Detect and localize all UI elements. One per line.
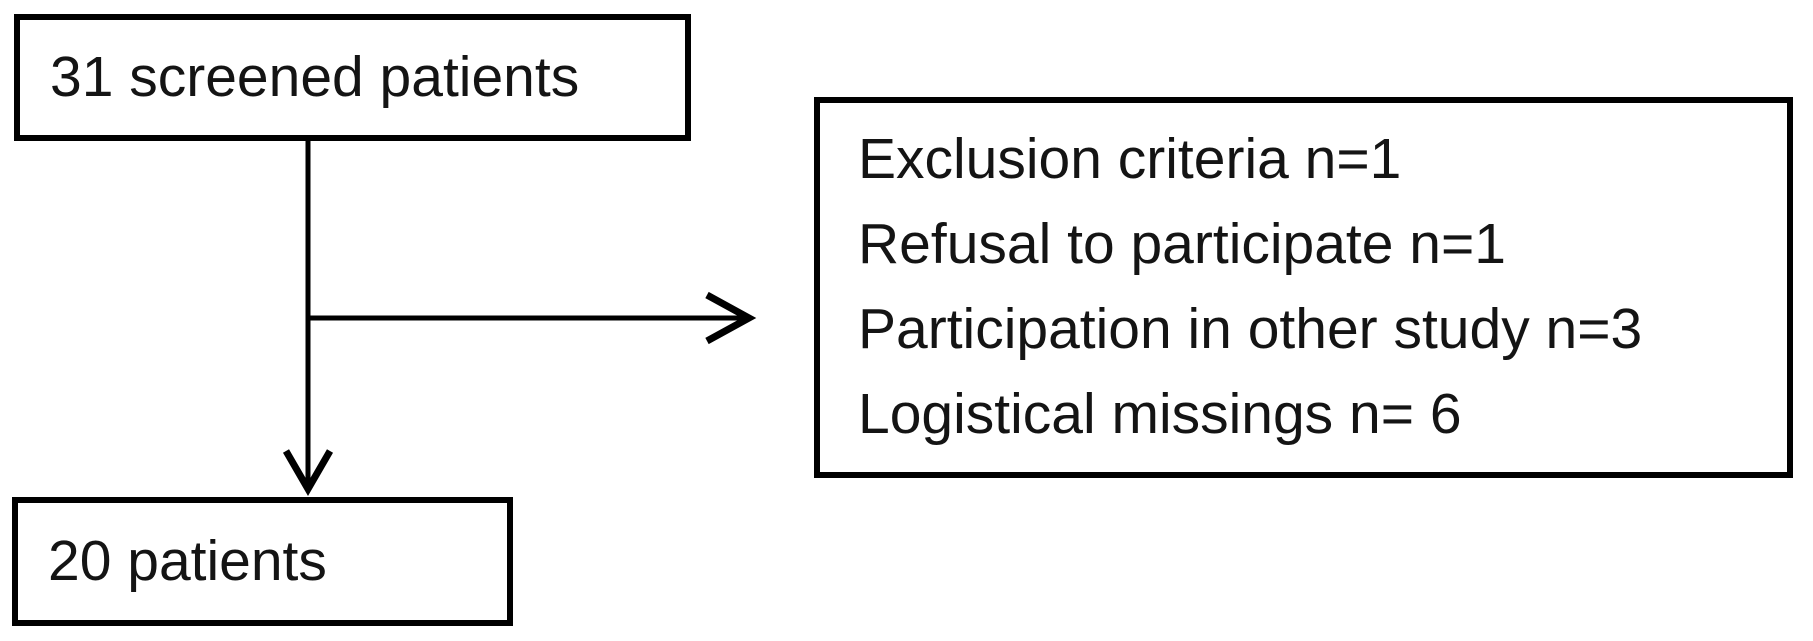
exclusion-reason-line: Refusal to participate n=1 <box>858 212 1506 276</box>
exclusion-reason-line: Exclusion criteria n=1 <box>858 127 1402 191</box>
exclusion-reasons-box: Exclusion criteria n=1 Refusal to partic… <box>814 97 1793 478</box>
right-arrowhead-icon <box>705 291 757 345</box>
exclusion-reason-line: Logistical missings n= 6 <box>858 382 1462 446</box>
screened-patients-box: 31 screened patients <box>14 14 691 141</box>
exclusion-reason-line: Participation in other study n=3 <box>858 297 1643 361</box>
screened-patients-label: 31 screened patients <box>50 45 580 110</box>
enrolled-patients-box: 20 patients <box>12 497 513 626</box>
enrolled-patients-label: 20 patients <box>48 529 327 594</box>
down-arrowhead-icon <box>282 449 334 496</box>
